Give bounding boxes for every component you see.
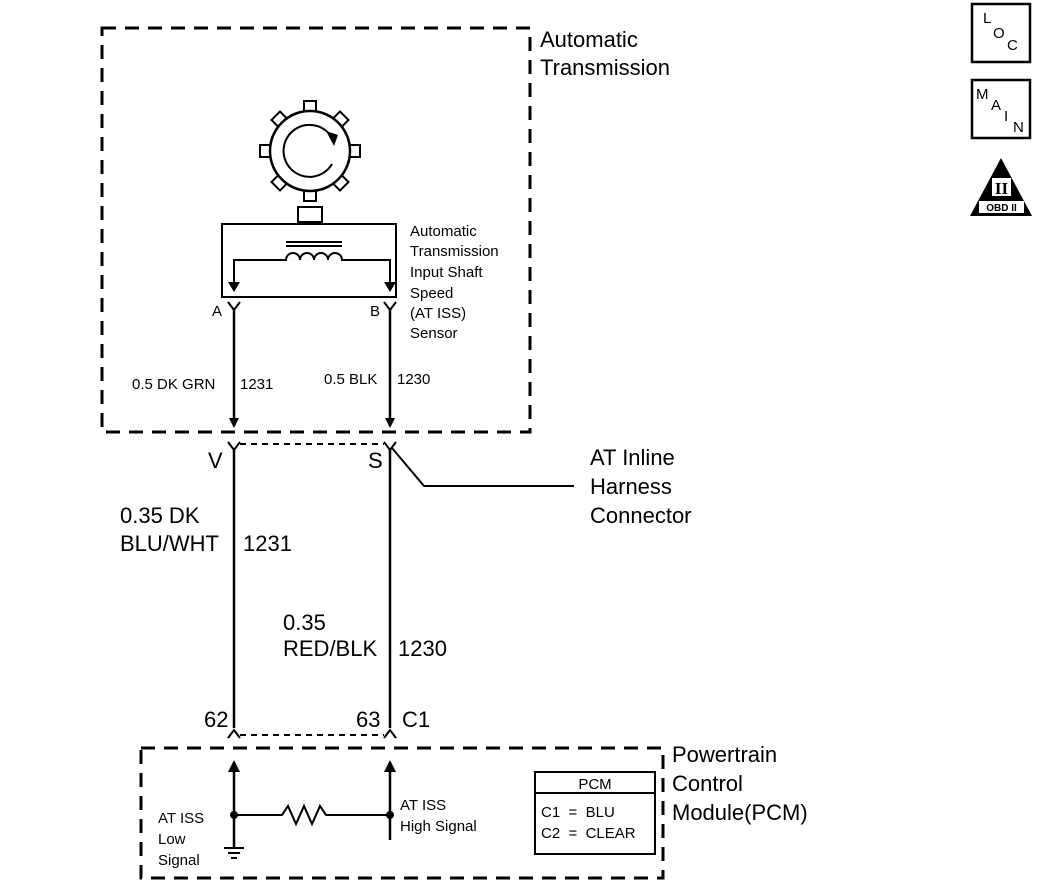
inline-connector-label-line1: AT Inline bbox=[590, 445, 675, 470]
low-signal-label-line3: Signal bbox=[158, 852, 200, 869]
harness-left-wire-line2: BLU/WHT bbox=[120, 531, 219, 556]
sensor-pin-a: A bbox=[212, 303, 222, 320]
sensor-label-line5: (AT ISS) bbox=[410, 305, 466, 322]
obd-ii-label: OBD II bbox=[986, 203, 1017, 214]
main-letter-i: I bbox=[1004, 108, 1008, 125]
wire-a-spec: 0.5 DK GRN bbox=[132, 376, 215, 393]
loc-letter-o: O bbox=[993, 25, 1005, 42]
pcm-title-line1: Powertrain bbox=[672, 742, 777, 767]
obd-roman-numeral: II bbox=[995, 179, 1009, 198]
harness-left-wire-line1: 0.35 DK bbox=[120, 503, 200, 528]
main-letter-m: M bbox=[976, 86, 989, 103]
wire-b-circuit: 1230 bbox=[397, 371, 430, 388]
inline-connector-label-line2: Harness bbox=[590, 474, 672, 499]
harness-right-wire-line2: RED/BLK bbox=[283, 636, 377, 661]
low-signal-label-line2: Low bbox=[158, 831, 186, 848]
wire-b-spec: 0.5 BLK bbox=[324, 371, 377, 388]
pcm-terminal-62 bbox=[227, 728, 241, 739]
wire-a-circuit: 1231 bbox=[240, 376, 273, 393]
pcm-boundary bbox=[139, 746, 665, 880]
high-signal-label-line1: AT ISS bbox=[400, 797, 446, 814]
main-letter-n: N bbox=[1013, 119, 1024, 136]
loc-letter-l: L bbox=[983, 10, 991, 27]
harness-left-circuit: 1231 bbox=[243, 531, 292, 556]
main-letter-a: A bbox=[991, 97, 1001, 114]
low-signal-label-line1: AT ISS bbox=[158, 810, 204, 827]
pcm-connector-id: C1 bbox=[402, 707, 430, 732]
sensor-label-line6: Sensor bbox=[410, 325, 458, 342]
sensor-label-line2: Transmission bbox=[410, 243, 499, 260]
transmission-title-line1: Automatic bbox=[540, 27, 638, 52]
transmission-title-line2: Transmission bbox=[540, 55, 670, 80]
high-signal-label-line2: High Signal bbox=[400, 818, 477, 835]
sensor-terminal-b bbox=[383, 301, 397, 312]
pcm-title-line3: Module(PCM) bbox=[672, 800, 808, 825]
sensor-label-line3: Input Shaft bbox=[410, 264, 483, 281]
sensor-label-line4: Speed bbox=[410, 285, 453, 302]
pcm-title-line2: Control bbox=[672, 771, 743, 796]
inline-terminal-v bbox=[227, 441, 241, 452]
harness-right-circuit: 1230 bbox=[398, 636, 447, 661]
transmission-boundary bbox=[100, 26, 532, 434]
pcm-table-row-c1: C1 = BLU bbox=[541, 804, 615, 821]
inline-connector-label-line3: Connector bbox=[590, 503, 692, 528]
iss-sensor-icon bbox=[221, 223, 397, 298]
pcm-pin-62: 62 bbox=[204, 707, 228, 732]
inline-connector-leader bbox=[391, 447, 574, 487]
pcm-terminal-63 bbox=[383, 728, 397, 739]
main-badge[interactable]: M A I N bbox=[970, 78, 1032, 140]
reluctor-wheel-icon bbox=[259, 100, 361, 223]
ground-icon bbox=[224, 847, 244, 859]
harness-right-wire-line1: 0.35 bbox=[283, 610, 326, 635]
inline-terminal-s bbox=[383, 441, 397, 452]
inline-pin-v: V bbox=[208, 448, 223, 473]
pcm-pin-63: 63 bbox=[356, 707, 380, 732]
sensor-pin-b: B bbox=[370, 303, 380, 320]
loc-letter-c: C bbox=[1007, 37, 1018, 54]
pcm-connector-table bbox=[534, 771, 656, 855]
pcm-input-circuit bbox=[228, 760, 396, 848]
obd-ii-badge[interactable]: II OBD II bbox=[970, 158, 1032, 216]
inline-pin-s: S bbox=[368, 448, 383, 473]
sensor-label-line1: Automatic bbox=[410, 223, 477, 240]
sensor-terminal-a bbox=[227, 301, 241, 312]
pcm-table-header: PCM bbox=[578, 776, 611, 793]
loc-badge[interactable]: L O C bbox=[970, 2, 1032, 64]
pcm-table-row-c2: C2 = CLEAR bbox=[541, 825, 636, 842]
